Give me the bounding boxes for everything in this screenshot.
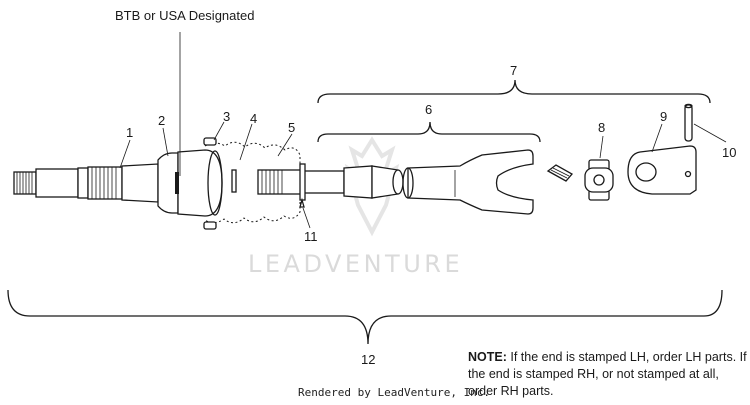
callout-2: 2 (158, 113, 165, 128)
callout-9: 9 (660, 109, 667, 124)
roll-pin (684, 103, 693, 142)
callout-10: 10 (722, 145, 736, 160)
callout-6: 6 (425, 102, 432, 117)
brace-7 (317, 79, 711, 104)
callout-12: 12 (361, 352, 375, 367)
callout-3: 3 (223, 109, 230, 124)
brace-12 (7, 289, 723, 345)
watermark-logo (344, 136, 400, 237)
note-text: If the end is stamped LH, order LH parts… (468, 350, 747, 398)
cv-housing (157, 149, 223, 217)
order-note: NOTE: If the end is stamped LH, order LH… (468, 349, 748, 400)
snap-ring (231, 169, 237, 193)
flange-yoke (627, 145, 697, 195)
callout-1: 1 (126, 125, 133, 140)
callout-4: 4 (250, 111, 257, 126)
drive-shaft-yoke (257, 149, 534, 215)
callout-7: 7 (510, 63, 517, 78)
callout-8: 8 (598, 120, 605, 135)
cv-joint-stem (13, 163, 159, 203)
callout-designation: BTB or USA Designated (115, 8, 254, 23)
callout-11: 11 (304, 229, 318, 244)
footer-credit: Rendered by LeadVenture, Inc. (298, 386, 491, 399)
leader-lines (119, 32, 727, 229)
watermark-text: LEADVENTURE (248, 250, 463, 278)
callout-5: 5 (288, 120, 295, 135)
cv-boot (203, 137, 301, 230)
note-label: NOTE: (468, 350, 507, 364)
cross-bearing (546, 159, 614, 201)
brace-6 (317, 121, 541, 143)
